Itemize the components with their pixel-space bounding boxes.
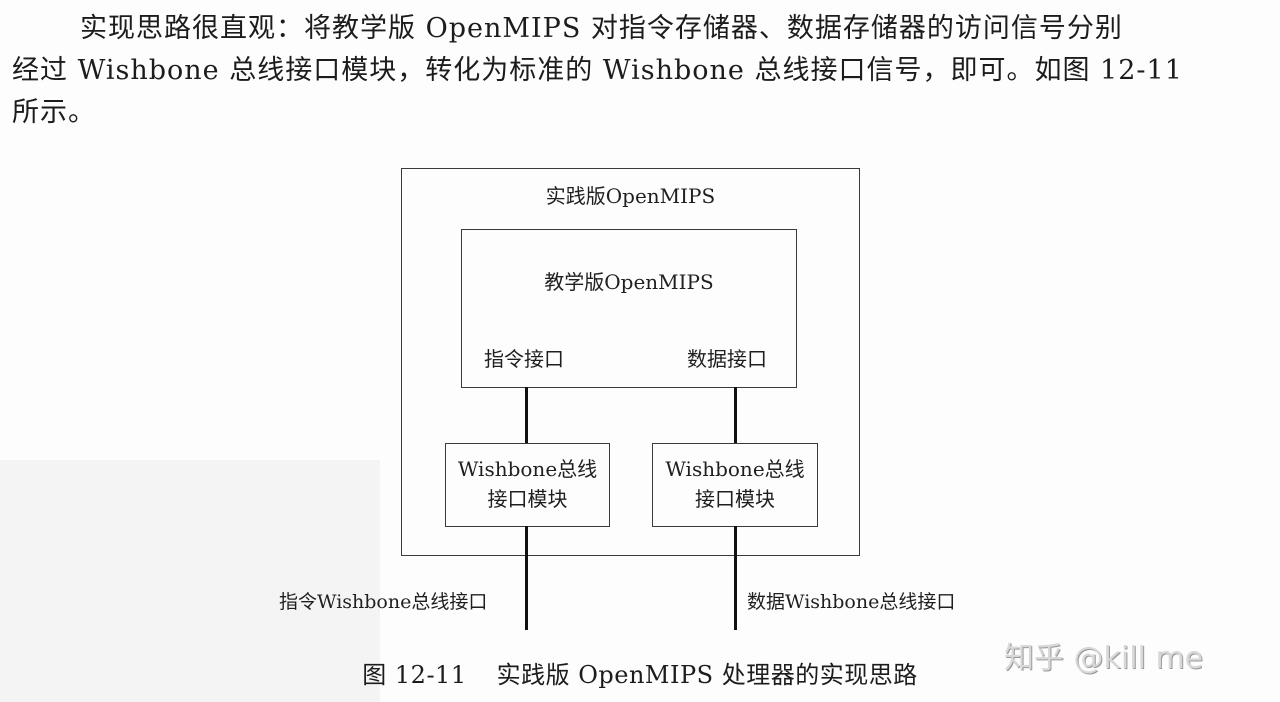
outer-box-label: 实践版OpenMIPS xyxy=(545,184,716,208)
data-bus-label: 数据Wishbone总线接口 xyxy=(747,591,956,613)
caption-text: 实践版 OpenMIPS 处理器的实现思路 xyxy=(496,661,918,689)
data-wire-upper xyxy=(734,387,737,444)
instruction-wire-lower xyxy=(525,526,528,630)
right-wishbone-module: Wishbone总线 接口模块 xyxy=(652,443,818,527)
figure-caption: 图 12-11 实践版 OpenMIPS 处理器的实现思路 xyxy=(0,655,1280,690)
data-port-label: 数据接口 xyxy=(687,347,767,371)
outer-box-practical-openmips xyxy=(401,168,860,556)
inner-box-label: 教学版OpenMIPS xyxy=(544,270,714,294)
right-module-text: Wishbone总线 接口模块 xyxy=(665,457,805,511)
paragraph-line-1: 实现思路很直观：将教学版 OpenMIPS 对指令存储器、数据存储器的访问信号分… xyxy=(80,13,1123,44)
zhihu-watermark: 知乎 @kill me xyxy=(1004,641,1204,676)
data-wire-lower xyxy=(734,526,737,630)
paragraph-line-2: 经过 Wishbone 总线接口模块，转化为标准的 Wishbone 总线接口信… xyxy=(12,55,1183,86)
instruction-bus-label: 指令Wishbone总线接口 xyxy=(279,591,488,613)
left-module-text: Wishbone总线 接口模块 xyxy=(457,457,598,511)
paragraph-line-3: 所示。 xyxy=(12,97,96,128)
body-paragraph: 实现思路很直观：将教学版 OpenMIPS 对指令存储器、数据存储器的访问信号分… xyxy=(12,8,1268,134)
instruction-wire-upper xyxy=(525,387,528,444)
instruction-port-label: 指令接口 xyxy=(484,347,564,371)
caption-number: 图 12-11 xyxy=(362,661,467,689)
scan-bleed-through xyxy=(0,460,380,702)
inner-box-teaching-openmips xyxy=(461,229,797,388)
left-wishbone-module: Wishbone总线 接口模块 xyxy=(445,443,610,527)
